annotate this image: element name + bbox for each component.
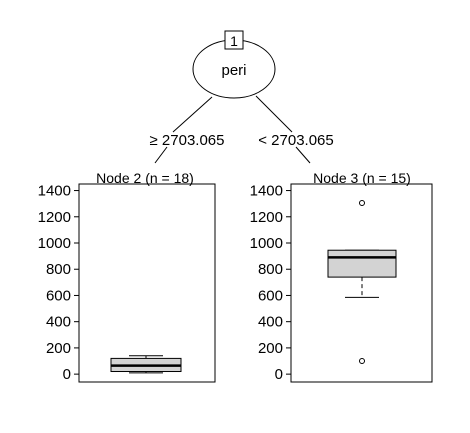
panel-frame-node-3 [290,183,433,383]
boxplot-node-2 [110,355,182,374]
edge-right-upper [255,95,293,133]
edge-left-upper [172,96,213,133]
y-tick-label: 800 [258,261,283,278]
root-split-variable: peri [221,62,246,79]
y-tick-label: 1000 [38,235,71,252]
edge-right-lower [295,146,311,164]
root-node-id: 1 [230,33,238,49]
y-tick-label: 400 [258,314,283,331]
y-tick-label: 1400 [250,183,283,200]
y-tick-label: 200 [258,340,283,357]
boxplot-node-3 [327,200,397,365]
y-axis-node-3: 0 200 400 600 800 1000 1200 1400 [250,183,291,383]
y-tick-label: 1200 [250,209,283,226]
panel-title-node-3: Node 3 (n = 15) [313,170,411,186]
y-tick-label: 600 [258,287,283,304]
panel-node-2: Node 2 (n = 18) 0 200 400 600 800 1000 1200 140… [38,170,216,383]
panel-title-node-2: Node 2 (n = 18) [96,170,194,186]
y-tick-label: 800 [46,261,71,278]
y-tick-label: 0 [63,366,71,383]
root-node-id-box [224,30,244,50]
outlier-point [359,358,365,365]
y-tick-label: 1400 [38,183,71,200]
edge-label-right: < 2703.065 [258,132,334,149]
panel-frame-node-2 [78,183,216,383]
y-tick-label: 200 [46,340,71,357]
y-tick-label: 400 [46,314,71,331]
outlier-point [359,200,365,207]
edge-left-lower [154,146,168,164]
y-axis-node-2: 0 200 400 600 800 1000 1200 1400 [38,183,79,383]
y-tick-label: 1200 [38,209,71,226]
y-tick-label: 600 [46,287,71,304]
panel-node-3: Node 3 (n = 15) 0 200 400 600 800 1000 1200 140… [250,170,433,383]
y-tick-label: 0 [275,366,283,383]
y-tick-label: 1000 [250,235,283,252]
edge-label-left: ≥ 2703.065 [150,132,225,149]
box-iqr [327,249,397,278]
